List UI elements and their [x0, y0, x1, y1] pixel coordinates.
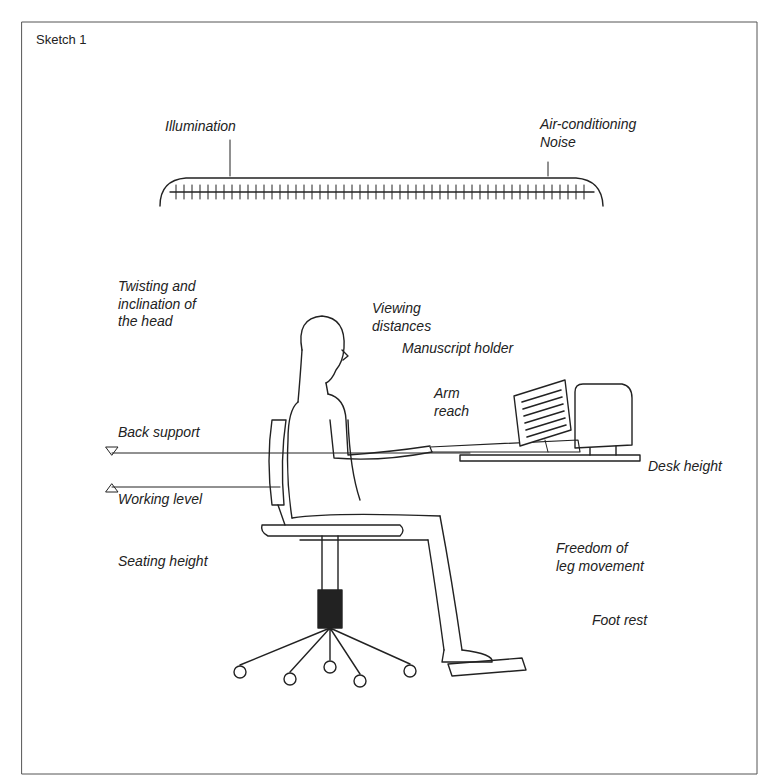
desk	[430, 380, 640, 461]
part-label: Twisting and inclination of the head	[118, 278, 216, 331]
part-label: Seating height	[118, 553, 248, 571]
part-label: Air-conditioning	[540, 116, 690, 134]
sketch-title: Sketch 1	[36, 32, 87, 47]
chair	[234, 420, 416, 687]
ceiling	[160, 140, 603, 206]
part-label: Noise	[540, 134, 640, 152]
part-label: Desk height	[648, 458, 748, 476]
part-label: Illumination	[165, 118, 285, 136]
person	[288, 316, 493, 662]
part-label: Manuscript holder	[402, 340, 552, 358]
part-label: Freedom of leg movement	[556, 540, 648, 575]
part-label: Viewing distances	[372, 300, 450, 335]
part-label: Arm reach	[434, 385, 478, 420]
part-label: Foot rest	[592, 612, 692, 630]
foot-rest	[448, 658, 526, 676]
frame	[22, 22, 757, 774]
part-label: Back support	[118, 424, 248, 442]
part-label: Working level	[118, 491, 248, 509]
